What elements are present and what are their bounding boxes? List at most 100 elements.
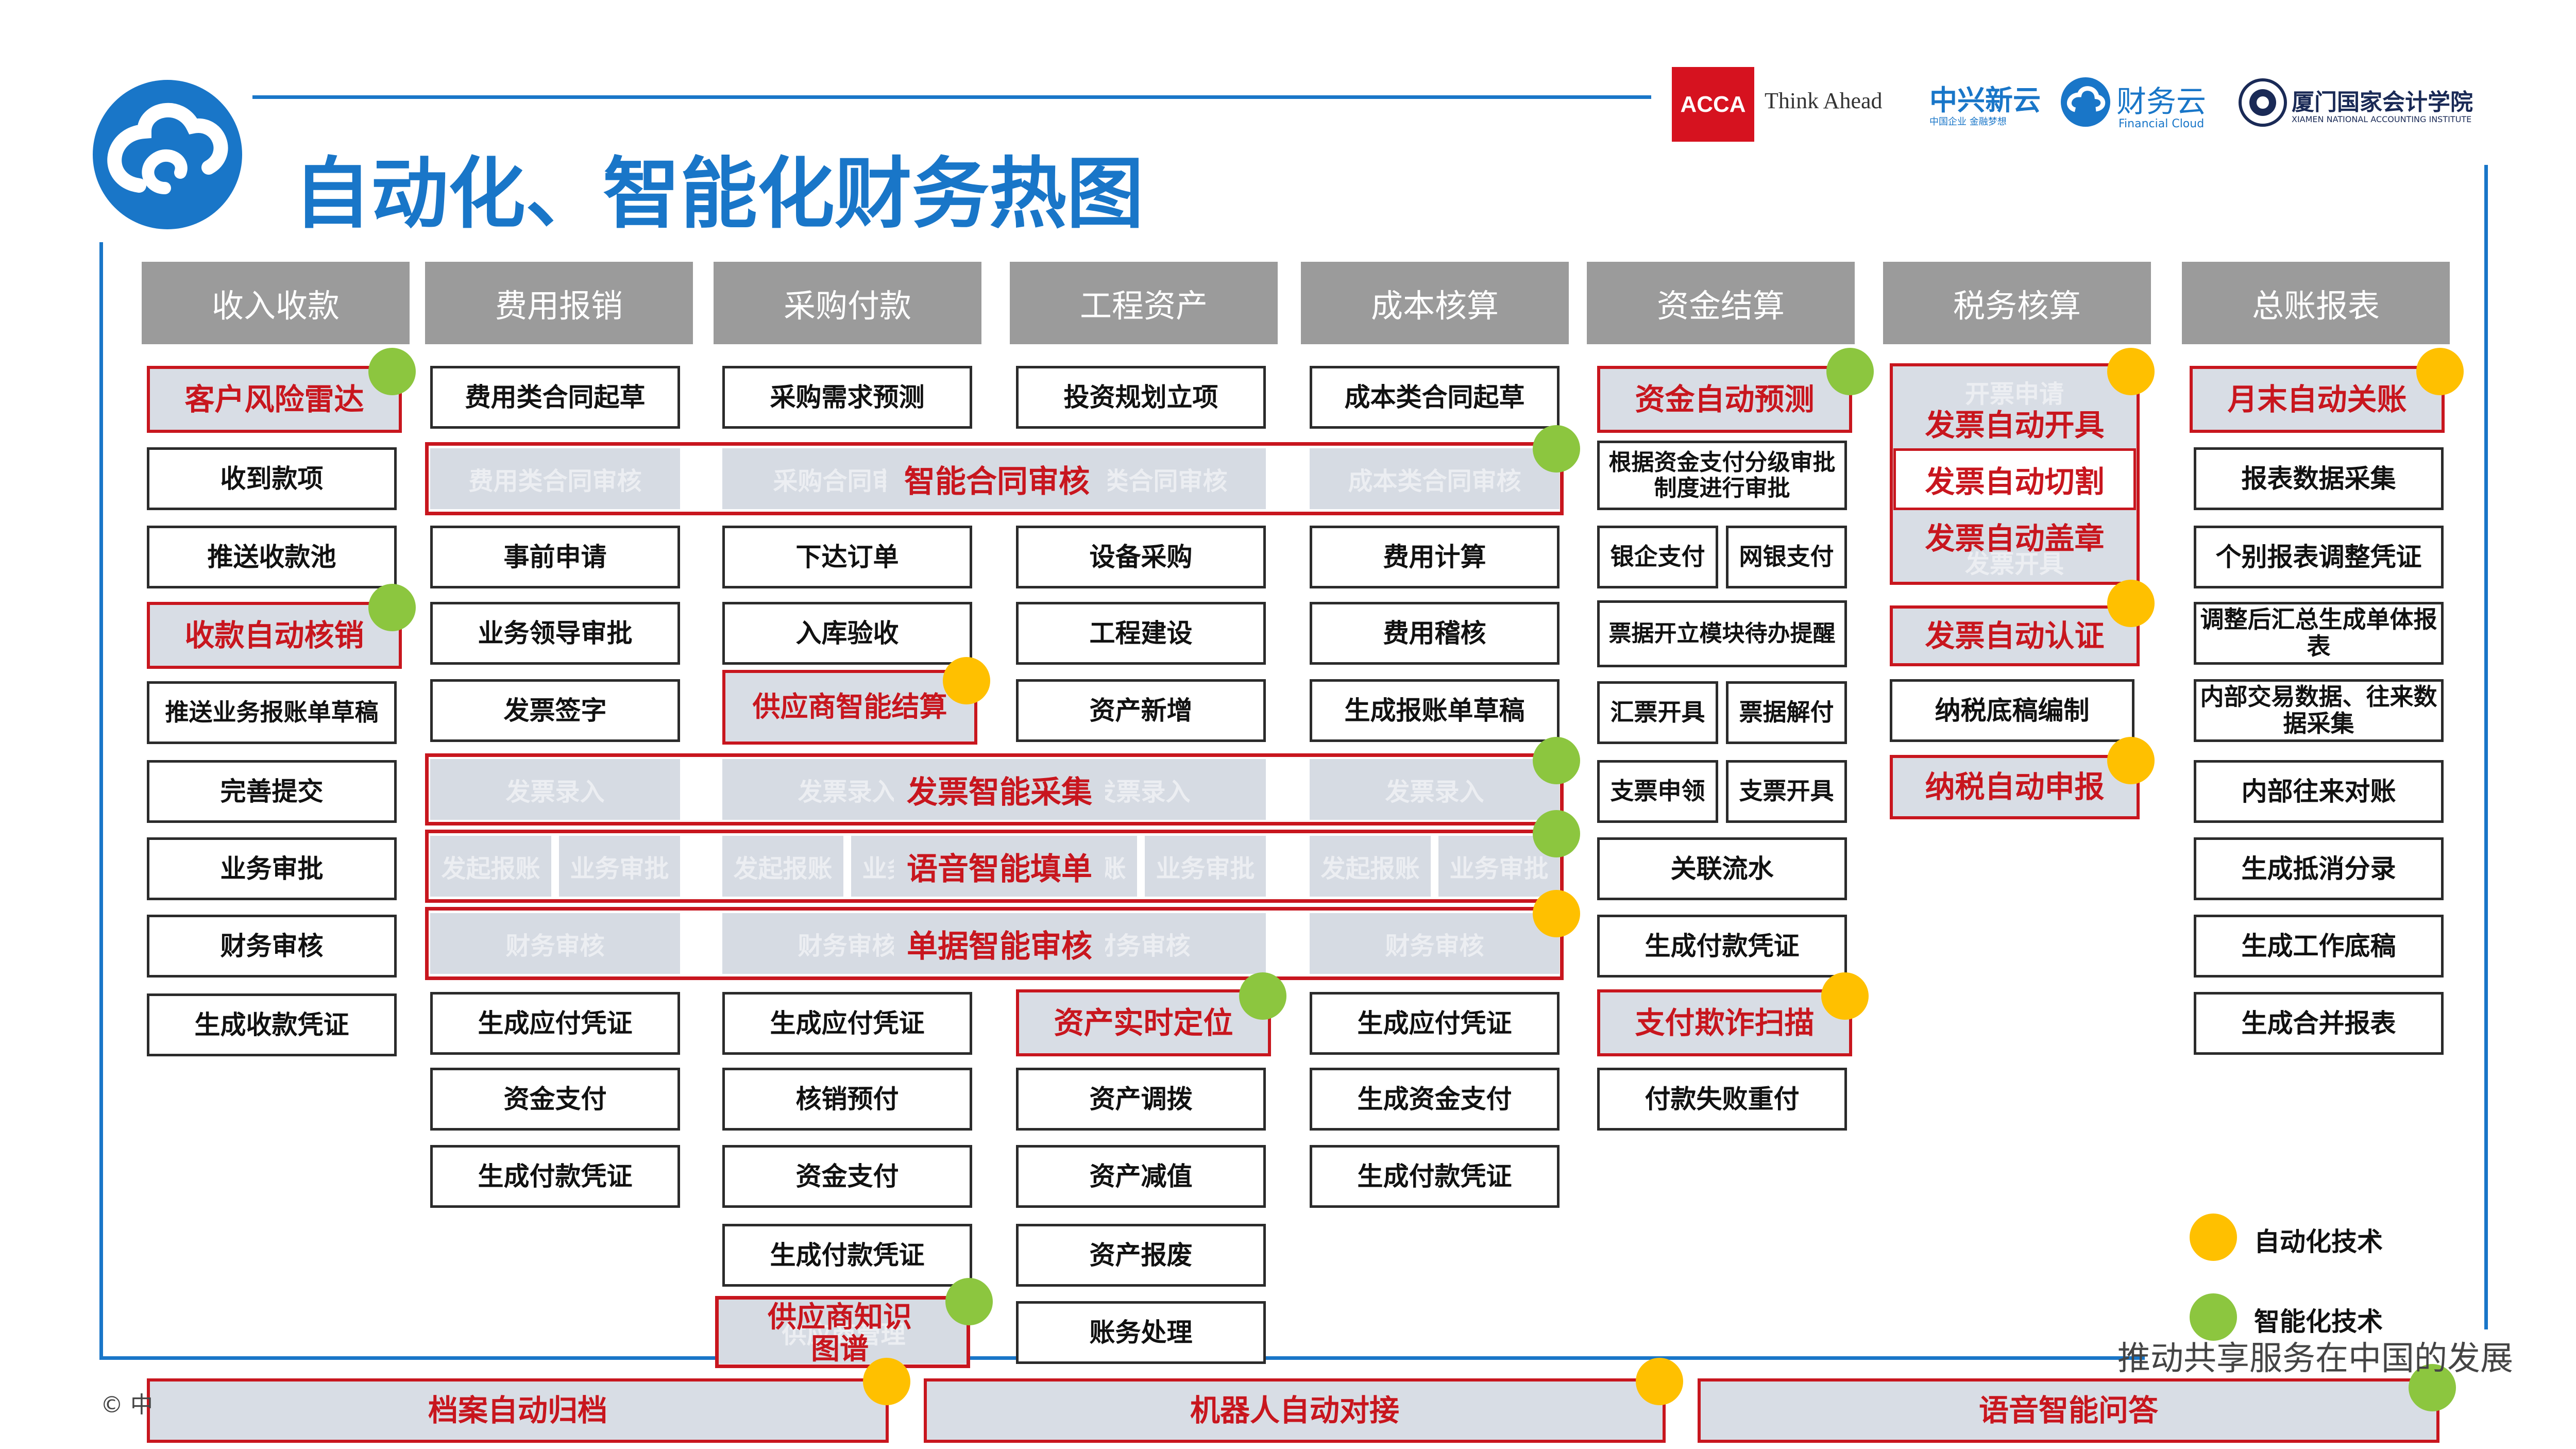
- ghost-box: 开票申请: [1964, 380, 2064, 409]
- process-box[interactable]: 完善提交: [147, 760, 397, 823]
- process-box[interactable]: 费用类合同起草: [430, 366, 680, 429]
- process-box-highlight[interactable]: 客户风险雷达: [147, 366, 402, 433]
- supplier-knowledge-graph-label: 供应商知识图谱: [768, 1300, 912, 1366]
- frame-right: [2484, 165, 2488, 1329]
- process-box[interactable]: 内部往来对账: [2194, 760, 2444, 823]
- process-box[interactable]: 生成付款凭证: [722, 1224, 972, 1287]
- robot-auto-integration-bar[interactable]: 机器人自动对接: [924, 1378, 1666, 1443]
- process-box[interactable]: 资金支付: [722, 1145, 972, 1208]
- process-box[interactable]: 生成应付凭证: [430, 992, 680, 1055]
- process-box[interactable]: 调整后汇总生成单体报表: [2194, 602, 2444, 665]
- process-box[interactable]: 内部交易数据、往来数据采集: [2194, 679, 2444, 742]
- band-invoice-capture[interactable]: [425, 753, 1564, 825]
- col-header-revenue: 收入收款: [142, 262, 410, 344]
- ghost-box: 费用类合同审核: [430, 448, 680, 509]
- ghost-box: 发起报账: [430, 836, 551, 897]
- process-box[interactable]: 资产减值: [1016, 1145, 1266, 1208]
- process-box[interactable]: 投资规划立项: [1016, 366, 1266, 429]
- process-box[interactable]: 资产调拨: [1016, 1068, 1266, 1131]
- process-box[interactable]: 关联流水: [1597, 837, 1847, 900]
- band-contract-review[interactable]: [425, 442, 1564, 515]
- process-box[interactable]: 个别报表调整凭证: [2194, 526, 2444, 588]
- ghost-box: 财务审核: [430, 913, 680, 974]
- col-header-expense: 费用报销: [425, 262, 693, 344]
- band-voice-fill[interactable]: [425, 830, 1564, 903]
- intelligent-tech-dot: [1533, 810, 1580, 857]
- intelligent-tech-dot: [945, 1278, 993, 1325]
- process-box[interactable]: 费用稽核: [1310, 602, 1560, 665]
- process-box[interactable]: 工程建设: [1016, 602, 1266, 665]
- process-box[interactable]: 生成报账单草稿: [1310, 679, 1560, 742]
- automation-tech-dot: [2416, 348, 2464, 395]
- slogan: 推动共享服务在中国的发展: [2117, 1340, 2513, 1378]
- process-box[interactable]: 收到款项: [147, 447, 397, 510]
- process-box[interactable]: 生成应付凭证: [1310, 992, 1560, 1055]
- process-box[interactable]: 网银支付: [1726, 526, 1847, 588]
- process-box-highlight[interactable]: 收款自动核销: [147, 602, 402, 669]
- acca-logo: ACCA: [1672, 67, 1754, 142]
- process-box[interactable]: 设备采购: [1016, 526, 1266, 588]
- process-box[interactable]: 根据资金支付分级审批制度进行审批: [1597, 441, 1847, 510]
- process-box[interactable]: 汇票开具: [1597, 681, 1718, 744]
- process-box-highlight[interactable]: 月末自动关账: [2190, 366, 2445, 433]
- process-box[interactable]: 财务审核: [147, 915, 397, 978]
- automation-tech-dot: [2107, 580, 2155, 627]
- process-box[interactable]: 核销预付: [722, 1068, 972, 1131]
- process-box[interactable]: 票据开立模块待办提醒: [1597, 600, 1847, 667]
- cwy-subtitle: Financial Cloud: [2119, 117, 2205, 130]
- legend-intelligent-label: 智能化技术: [2254, 1307, 2383, 1337]
- process-box[interactable]: 付款失败重付: [1597, 1068, 1847, 1131]
- cloud-icon: [2060, 76, 2111, 128]
- process-box[interactable]: 生成合并报表: [2194, 992, 2444, 1055]
- process-box[interactable]: 事前申请: [430, 526, 680, 588]
- process-box[interactable]: 生成抵消分录: [2194, 837, 2444, 900]
- process-box-highlight[interactable]: 发票自动认证: [1890, 605, 2140, 666]
- intelligent-tech-dot: [368, 348, 416, 395]
- process-box[interactable]: 费用计算: [1310, 526, 1560, 588]
- process-box[interactable]: 报表数据采集: [2194, 447, 2444, 510]
- invoice-auto-stamp[interactable]: 发票自动盖章: [1925, 521, 2105, 556]
- process-box[interactable]: 生成应付凭证: [722, 992, 972, 1055]
- process-box[interactable]: 入库验收: [722, 602, 972, 665]
- process-box[interactable]: 生成资金支付: [1310, 1068, 1560, 1131]
- intelligent-tech-dot: [1239, 972, 1286, 1020]
- process-box[interactable]: 生成付款凭证: [1597, 915, 1847, 978]
- col-header-purchase: 采购付款: [714, 262, 981, 344]
- process-box-highlight[interactable]: 纳税自动申报: [1890, 755, 2140, 819]
- process-box[interactable]: 生成付款凭证: [430, 1145, 680, 1208]
- voice-smart-qa-bar[interactable]: 语音智能问答: [1698, 1378, 2439, 1443]
- invoice-auto-split[interactable]: 发票自动切割: [1925, 464, 2105, 499]
- process-box[interactable]: 业务审批: [147, 837, 397, 900]
- process-box-highlight[interactable]: 支付欺诈扫描: [1597, 989, 1852, 1056]
- process-box[interactable]: 生成工作底稿: [2194, 915, 2444, 978]
- col-header-ledger: 总账报表: [2182, 262, 2450, 344]
- process-box[interactable]: 推送收款池: [147, 526, 397, 588]
- process-box[interactable]: 生成付款凭证: [1310, 1145, 1560, 1208]
- process-box[interactable]: 账务处理: [1016, 1301, 1266, 1364]
- process-box[interactable]: 纳税底稿编制: [1890, 679, 2134, 742]
- process-box[interactable]: 业务领导审批: [430, 602, 680, 665]
- process-box[interactable]: 下达订单: [722, 526, 972, 588]
- col-header-treasury: 资金结算: [1587, 262, 1855, 344]
- process-box[interactable]: 推送业务报账单草稿: [147, 681, 397, 744]
- automation-tech-dot: [2107, 737, 2155, 784]
- supplier-knowledge-graph[interactable]: [715, 1296, 970, 1368]
- process-box[interactable]: 成本类合同起草: [1310, 366, 1560, 429]
- process-box[interactable]: 票据解付: [1726, 681, 1847, 744]
- process-box[interactable]: 资产报废: [1016, 1224, 1266, 1287]
- process-box[interactable]: 支票开具: [1726, 760, 1847, 823]
- process-box[interactable]: 支票申领: [1597, 760, 1718, 823]
- process-box[interactable]: 资金支付: [430, 1068, 680, 1131]
- process-box-highlight[interactable]: 资产实时定位: [1016, 989, 1271, 1056]
- band-doc-review[interactable]: [425, 907, 1564, 980]
- invoice-auto-issue[interactable]: 发票自动开具: [1925, 408, 2105, 443]
- ghost-box: 发起报账: [722, 836, 843, 897]
- process-box[interactable]: 生成收款凭证: [147, 993, 397, 1056]
- process-box[interactable]: 发票签字: [430, 679, 680, 742]
- process-box-highlight[interactable]: 资金自动预测: [1597, 366, 1852, 433]
- process-box[interactable]: 资产新增: [1016, 679, 1266, 742]
- process-box[interactable]: 采购需求预测: [722, 366, 972, 429]
- archive-auto-filing-bar[interactable]: 档案自动归档: [147, 1378, 889, 1443]
- process-box-highlight[interactable]: 供应商智能结算: [722, 670, 977, 745]
- process-box[interactable]: 银企支付: [1597, 526, 1718, 588]
